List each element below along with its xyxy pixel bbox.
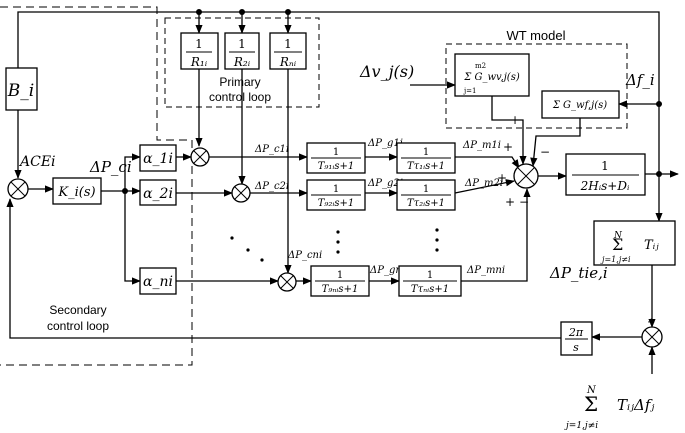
wt-gwf-block [541,90,620,119]
df-label: Δf_i [625,71,655,89]
svg-text:R₁ᵢ: R₁ᵢ [190,55,208,69]
svg-text:Σ: Σ [584,392,598,416]
svg-text:TᵢⱼΔfⱼ: TᵢⱼΔfⱼ [617,396,654,414]
svg-text:+: + [497,171,507,185]
ace-label: ACEi [18,154,56,170]
svg-text:ΔP_m2i: ΔP_m2i [464,178,503,189]
svg-text:1: 1 [337,270,343,281]
top-feedback-line [17,11,660,174]
svg-text:1: 1 [423,147,429,158]
alpha1-block [139,144,177,172]
svg-text:−: − [519,195,529,209]
svg-text:ΔP_mni: ΔP_mni [466,265,505,276]
svg-text:ΔP_gni: ΔP_gni [369,265,405,276]
svg-text:Σ G_wv,j(s): Σ G_wv,j(s) [463,72,520,83]
svg-text:+: + [505,195,515,209]
svg-text:T₉₁ᵢs+1: T₉₁ᵢs+1 [318,161,355,172]
svg-text:j=1,j≠i: j=1,j≠i [564,421,598,431]
secondary-loop-boundary [0,6,193,366]
svg-text:+: + [503,140,513,154]
alphan-block [139,267,177,295]
ellipsis-dots [230,228,439,262]
secondary-loop-label-2: control loop [47,319,109,333]
svg-text:Rₙᵢ: Rₙᵢ [279,55,297,69]
svg-text:1: 1 [284,37,292,51]
svg-text:ΔP_m1i: ΔP_m1i [462,140,501,151]
bias-block [5,67,38,111]
svg-text:Tτₙᵢs+1: Tτₙᵢs+1 [411,284,449,295]
svg-text:Tτ₁ᵢs+1: Tτ₁ᵢs+1 [407,161,445,172]
svg-text:ΔP_c1i: ΔP_c1i [254,144,289,155]
bias-block-label: B_i [7,81,34,101]
svg-text:1: 1 [195,37,203,51]
dptie-label: ΔP_tie,i [549,264,608,282]
svg-text:j=1: j=1 [463,87,477,95]
svg-text:Tτ₂ᵢs+1: Tτ₂ᵢs+1 [407,198,445,209]
svg-text:α_2i: α_2i [143,186,173,202]
svg-text:Σ: Σ [612,235,623,254]
wt-model-label: WT model [507,28,566,43]
svg-text:1: 1 [238,37,246,51]
svg-text:1: 1 [333,184,339,195]
svg-text:T₉ₙᵢs+1: T₉ₙᵢs+1 [322,284,359,295]
svg-text:+: + [647,317,655,328]
dpc-label: ΔP_ci [89,158,132,176]
svg-text:2π: 2π [568,326,584,339]
svg-text:−: − [540,145,550,159]
svg-text:R₂ᵢ: R₂ᵢ [233,55,251,69]
svg-text:ΔP_cni: ΔP_cni [287,250,322,261]
svg-text:α_ni: α_ni [143,274,173,290]
svg-text:2Hᵢs+Dᵢ: 2Hᵢs+Dᵢ [580,179,630,193]
svg-text:ΔP_c2i: ΔP_c2i [254,181,289,192]
primary-loop-label-2: control loop [209,90,271,104]
svg-text:1: 1 [333,147,339,158]
svg-text:ΔP_g1i: ΔP_g1i [367,138,403,149]
svg-text:α_1i: α_1i [143,151,173,167]
primary-loop-label: Primary [219,75,260,89]
svg-text:N: N [586,385,597,396]
svg-text:T₉₂ᵢs+1: T₉₂ᵢs+1 [318,198,355,209]
r1-block [180,32,219,70]
controller-block [52,177,102,205]
svg-text:+: + [510,113,520,127]
secondary-loop-label: Secondary [49,303,106,317]
svg-text:Σ G_wf,j(s): Σ G_wf,j(s) [552,100,607,111]
svg-text:m2: m2 [475,62,486,70]
svg-text:1: 1 [427,270,433,281]
svg-text:N: N [613,231,623,241]
wt-gwv-block [454,53,530,97]
controller-label: K_i(s) [57,185,95,200]
svg-text:ΔP_g2i: ΔP_g2i [367,178,403,189]
svg-text:1: 1 [423,184,429,195]
wt-model-boundary [445,43,628,129]
alpha2-block [139,179,177,206]
svg-text:Tᵢⱼ: Tᵢⱼ [644,238,659,253]
svg-text:1: 1 [601,159,609,173]
svg-text:j=1,j≠i: j=1,j≠i [600,255,631,264]
dv-label: Δv_j(s) [359,62,414,81]
tie-sum-block [593,220,676,266]
svg-text:s: s [573,341,579,354]
